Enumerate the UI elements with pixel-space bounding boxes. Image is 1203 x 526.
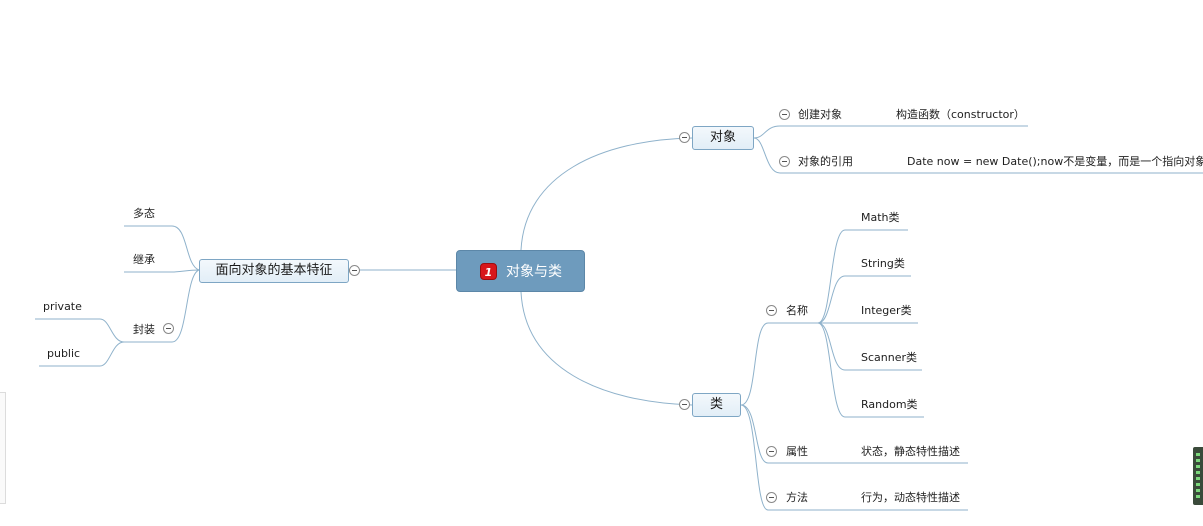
node-reference-detail[interactable]: Date now = new Date();now不是变量，而是一个指向对象的 — [907, 155, 1203, 168]
node-scanner-class[interactable]: Scanner类 — [861, 351, 918, 364]
branch-basic-features-label: 面向对象的基本特征 — [215, 263, 333, 278]
priority-badge: 1 — [480, 263, 497, 280]
collapse-toggle-object-reference[interactable] — [779, 156, 790, 167]
node-method-detail[interactable]: 行为，动态特性描述 — [861, 491, 960, 504]
collapse-toggle-class[interactable] — [679, 399, 690, 410]
node-attribute[interactable]: 属性 — [786, 445, 808, 458]
branch-class[interactable]: 类 — [692, 393, 741, 417]
branch-object-label: 对象 — [709, 130, 736, 145]
root-node[interactable]: 1 对象与类 — [456, 250, 585, 292]
branch-object[interactable]: 对象 — [692, 126, 754, 150]
root-label: 对象与类 — [506, 264, 562, 280]
collapse-toggle-basic-features[interactable] — [349, 265, 360, 276]
collapse-toggle-method[interactable] — [766, 492, 777, 503]
node-object-reference[interactable]: 对象的引用 — [798, 155, 853, 168]
branch-basic-features[interactable]: 面向对象的基本特征 — [199, 259, 349, 283]
node-attribute-detail[interactable]: 状态，静态特性描述 — [861, 445, 960, 458]
zoom-indicator[interactable] — [1193, 447, 1203, 505]
node-method[interactable]: 方法 — [786, 491, 808, 504]
node-public[interactable]: public — [47, 347, 81, 360]
node-private[interactable]: private — [43, 300, 82, 313]
side-panel-edge — [0, 392, 6, 504]
node-inheritance[interactable]: 继承 — [133, 253, 155, 266]
node-polymorphism[interactable]: 多态 — [133, 207, 155, 220]
collapse-toggle-name[interactable] — [766, 305, 777, 316]
node-create-object[interactable]: 创建对象 — [798, 108, 842, 121]
collapse-toggle-encapsulation[interactable] — [163, 323, 174, 334]
node-integer-class[interactable]: Integer类 — [861, 304, 912, 317]
node-math-class[interactable]: Math类 — [861, 211, 900, 224]
collapse-toggle-attribute[interactable] — [766, 446, 777, 457]
node-constructor[interactable]: 构造函数（constructor） — [896, 108, 1025, 121]
node-random-class[interactable]: Random类 — [861, 398, 918, 411]
collapse-toggle-create-object[interactable] — [779, 109, 790, 120]
node-encapsulation[interactable]: 封装 — [133, 323, 155, 336]
branch-class-label: 类 — [709, 397, 723, 412]
node-string-class[interactable]: String类 — [861, 257, 905, 270]
collapse-toggle-object[interactable] — [679, 132, 690, 143]
node-name[interactable]: 名称 — [786, 304, 808, 317]
